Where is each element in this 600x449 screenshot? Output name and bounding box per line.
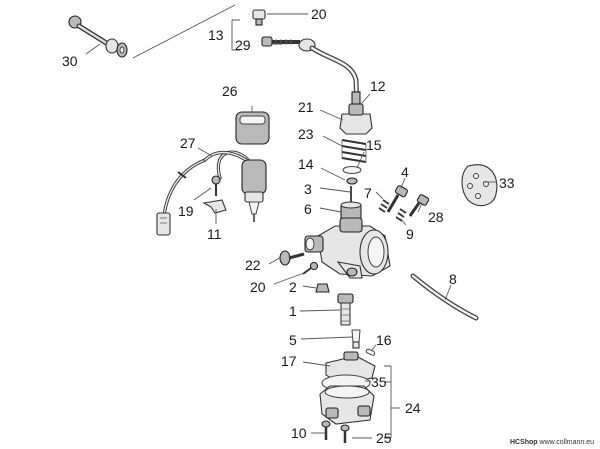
callout-33: 33 [499, 175, 515, 191]
callouts: 20 13 29 30 12 21 26 23 15 27 14 4 3 7 3… [62, 6, 515, 446]
callout-1: 1 [289, 303, 297, 319]
watermark-credit: HCShop www.collmann.eu [510, 439, 594, 446]
part-14-retainer [346, 177, 358, 185]
part-28-screw [408, 194, 430, 217]
credit-url: www.collmann.eu [539, 439, 594, 446]
part-15-clip [342, 166, 362, 174]
part-1-tube [337, 293, 354, 326]
part-21-carb-cap [339, 91, 373, 135]
part-16-pin [365, 348, 376, 356]
callout-10: 10 [291, 425, 307, 441]
part-9-spring [395, 208, 407, 222]
callout-21: 21 [298, 99, 314, 115]
callout-19: 19 [178, 203, 194, 219]
part-23-spring [341, 139, 367, 163]
callout-2: 2 [289, 279, 297, 295]
part-26-cover [235, 111, 270, 145]
callout-30: 30 [62, 53, 78, 69]
part-7-spring [378, 199, 390, 213]
part-29-screw [261, 36, 300, 47]
part-24-float-bowl [319, 385, 375, 425]
leader-lines [85, 13, 497, 439]
callout-20-lower: 20 [250, 279, 266, 295]
part-22-screw [279, 250, 305, 266]
part-19-screw [211, 175, 221, 196]
carburettor-body [304, 217, 391, 279]
callout-28: 28 [428, 209, 444, 225]
callout-26: 26 [222, 83, 238, 99]
callout-23: 23 [298, 126, 314, 142]
callout-13: 13 [208, 27, 224, 43]
part-25-screw [340, 424, 350, 443]
part-2-jet [315, 283, 330, 293]
part-30-bolt [68, 15, 128, 58]
part-5-float-needle [351, 329, 361, 349]
callout-11: 11 [207, 226, 222, 242]
part-10-screw [321, 420, 331, 440]
callout-16: 16 [376, 332, 392, 348]
callout-8: 8 [449, 271, 457, 287]
callout-14: 14 [298, 156, 314, 172]
callout-27: 27 [180, 135, 196, 151]
throttle-cable [132, 4, 360, 115]
callout-12: 12 [370, 78, 386, 94]
callout-17: 17 [281, 353, 297, 369]
callout-15: 15 [366, 137, 382, 153]
callout-29: 29 [235, 37, 251, 53]
callout-3: 3 [304, 181, 312, 197]
callout-5: 5 [289, 332, 297, 348]
callout-7: 7 [364, 185, 372, 201]
part-4-screw [386, 185, 409, 213]
part-20-fitting [252, 9, 266, 26]
callout-22: 22 [245, 257, 261, 273]
credit-shop: HCShop [509, 439, 538, 446]
part-8-fuel-hose [410, 273, 479, 321]
callout-4: 4 [401, 164, 409, 180]
callout-25: 25 [376, 430, 392, 446]
part-11-bracket [202, 199, 227, 214]
callout-35: 35 [371, 374, 387, 390]
part-27-enrichener [156, 150, 267, 236]
callout-6: 6 [304, 201, 312, 217]
callout-20-top: 20 [311, 6, 327, 22]
part-20-screw-lower [302, 261, 319, 275]
callout-9: 9 [406, 226, 414, 242]
callout-24: 24 [405, 400, 421, 416]
part-33-gasket [461, 164, 498, 207]
